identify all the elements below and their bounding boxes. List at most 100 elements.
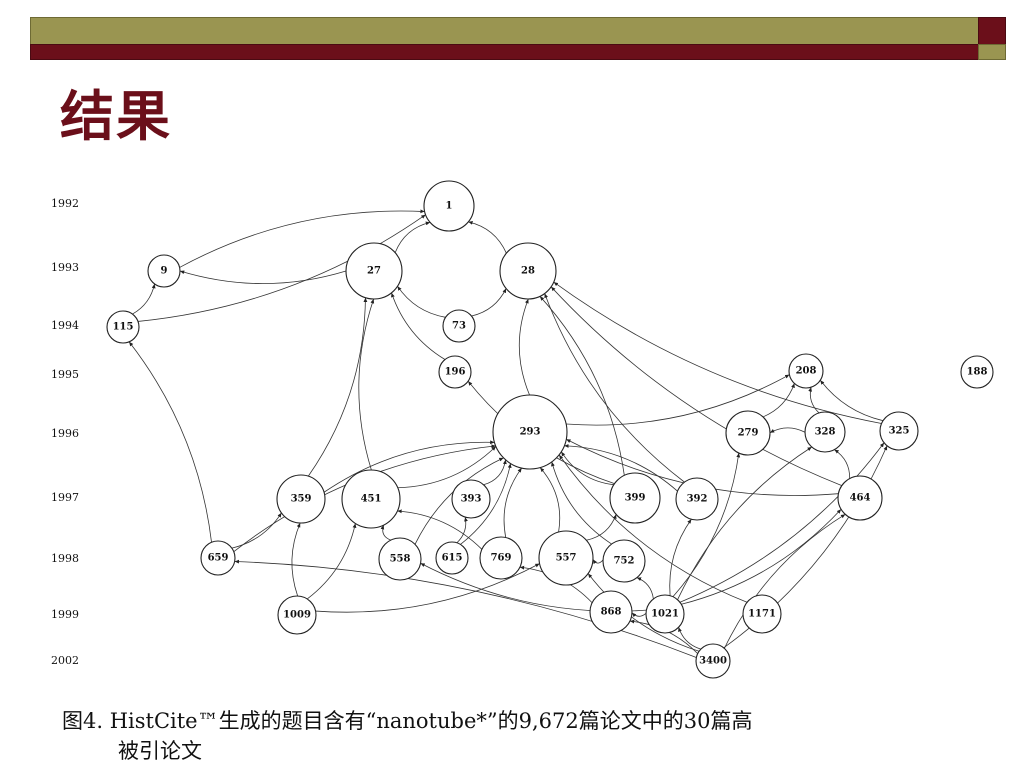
node-circle — [341, 469, 401, 529]
edge-293-to-28 — [518, 298, 530, 396]
node-1009: 1009 — [277, 595, 317, 635]
edge-1021-to-868 — [631, 612, 647, 618]
edge-3400-to-1021 — [678, 627, 701, 650]
edge-615-to-393 — [456, 517, 468, 544]
edge-769-to-451 — [397, 509, 483, 550]
node-label: 769 — [491, 553, 512, 564]
node-label: 325 — [889, 426, 910, 437]
year-label-1997: 1997 — [51, 491, 79, 504]
edge-3400-to-557 — [587, 573, 700, 652]
node-769: 769 — [479, 536, 523, 580]
edge-328-to-279 — [769, 427, 806, 434]
node-circle — [788, 353, 824, 389]
node-293: 293 — [492, 394, 568, 470]
node-359: 359 — [276, 474, 326, 524]
edge-1021-to-752 — [636, 577, 654, 600]
node-label: 328 — [815, 427, 836, 438]
citation-edges — [128, 209, 888, 658]
edge-1021-to-279 — [672, 452, 741, 597]
node-circle — [837, 475, 883, 521]
node-392: 392 — [675, 477, 719, 521]
node-circle — [695, 643, 731, 679]
figure-caption: 图4. HistCite™生成的题目含有“nanotube*”的9,672篇论文… — [62, 706, 962, 766]
node-label: 464 — [850, 493, 871, 504]
edge-359-to-27 — [307, 297, 368, 477]
node-circle — [492, 394, 568, 470]
node-27: 27 — [345, 242, 403, 300]
edge-393-to-293 — [483, 459, 507, 486]
edge-196-to-27 — [391, 292, 446, 360]
node-circle — [147, 254, 181, 288]
node-73: 73 — [442, 309, 476, 343]
node-label: 1021 — [651, 609, 679, 620]
edge-3400-to-464 — [724, 513, 846, 649]
edge-1171-to-293 — [558, 454, 748, 603]
node-label: 868 — [601, 607, 622, 618]
edge-399-to-28 — [539, 296, 625, 476]
node-label: 27 — [367, 266, 381, 277]
year-label-1993: 1993 — [51, 261, 79, 274]
node-circle — [879, 411, 919, 451]
node-659: 659 — [200, 540, 236, 576]
node-circle — [442, 309, 476, 343]
edge-328-to-208 — [808, 387, 820, 414]
node-label: 392 — [687, 494, 708, 505]
edge-325-to-28 — [553, 281, 882, 424]
edge-279-to-208 — [762, 383, 795, 418]
node-label: 558 — [390, 554, 411, 565]
edge-359-to-293 — [323, 440, 495, 493]
year-label-1994: 1994 — [51, 319, 79, 332]
edge-1009-to-359 — [291, 522, 301, 597]
node-868: 868 — [589, 590, 633, 634]
node-464: 464 — [837, 475, 883, 521]
node-label: 659 — [208, 553, 229, 564]
node-label: 557 — [556, 553, 577, 564]
caption-line-2: 被引论文 — [118, 739, 202, 763]
node-label: 115 — [113, 322, 134, 333]
edge-464-to-28 — [550, 286, 842, 486]
edge-293-to-208 — [566, 374, 790, 426]
node-label: 451 — [361, 494, 382, 505]
node-circle — [742, 594, 782, 634]
node-circle — [200, 540, 236, 576]
edge-464-to-328 — [834, 449, 851, 479]
edge-115-to-1 — [137, 214, 426, 322]
node-1021: 1021 — [645, 594, 685, 634]
node-circle — [106, 310, 140, 344]
node-label: 208 — [796, 366, 817, 377]
edge-73-to-27 — [397, 285, 446, 318]
node-label: 752 — [614, 556, 635, 567]
slide-title: 结果 — [60, 85, 172, 148]
edge-615-to-293 — [460, 463, 512, 545]
node-9: 9 — [147, 254, 181, 288]
edge-3400-to-659 — [234, 559, 697, 658]
node-28: 28 — [499, 242, 557, 300]
edge-558-to-451 — [380, 524, 392, 541]
edge-659-to-115 — [128, 341, 212, 543]
node-circle — [345, 242, 403, 300]
edge-399-to-293 — [560, 451, 614, 486]
node-label: 393 — [461, 494, 482, 505]
node-115: 115 — [106, 310, 140, 344]
edge-1009-to-557 — [315, 563, 540, 613]
edge-115-to-9 — [132, 283, 156, 315]
node-label: 188 — [967, 367, 988, 378]
edge-28-to-1 — [468, 220, 507, 254]
node-label: 399 — [625, 493, 646, 504]
node-615: 615 — [435, 541, 469, 575]
node-circle — [609, 472, 661, 524]
node-label: 359 — [291, 494, 312, 505]
edge-659-to-359 — [231, 512, 282, 549]
node-circle — [645, 594, 685, 634]
edge-752-to-557 — [592, 559, 604, 565]
node-circle — [276, 474, 326, 524]
node-752: 752 — [602, 539, 646, 583]
edge-451-to-293 — [397, 446, 497, 489]
node-circle — [499, 242, 557, 300]
node-label: 28 — [521, 266, 535, 277]
node-1171: 1171 — [742, 594, 782, 634]
node-circle — [423, 180, 475, 232]
edge-557-to-293 — [539, 467, 561, 533]
